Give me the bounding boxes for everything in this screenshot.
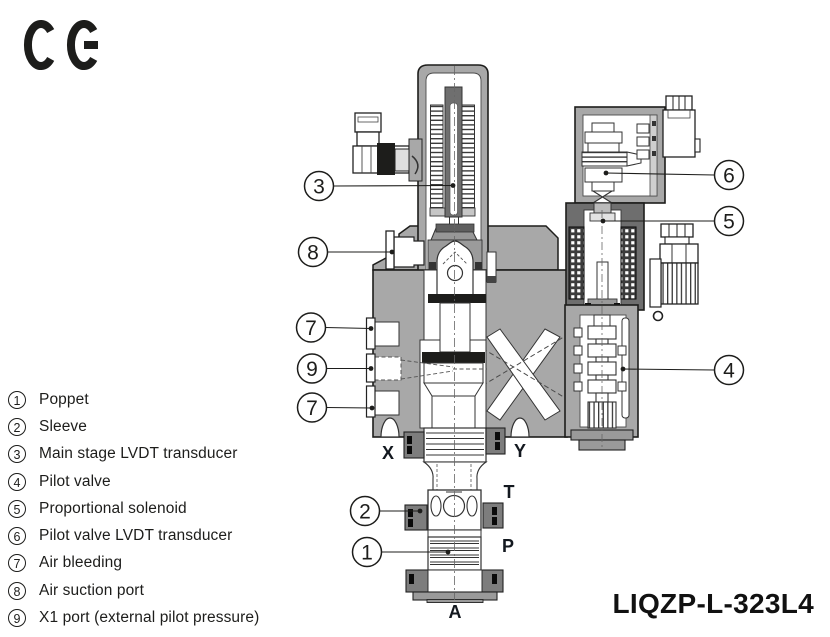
callout-8: 8	[297, 236, 329, 268]
callout-7-upper: 7	[295, 312, 327, 343]
legend-item-4: 4 Pilot valve	[8, 468, 259, 495]
oring-top-right	[485, 427, 506, 455]
legend-num-6: 6	[8, 527, 26, 546]
oring-top-left	[403, 431, 425, 459]
legend-item-9: 9 X1 port (external pilot pressure)	[8, 604, 259, 631]
solenoid-connector	[649, 223, 699, 322]
lvdt-connector	[662, 95, 701, 158]
solenoid-coil-left	[568, 226, 585, 300]
callout-6: 6	[713, 159, 745, 191]
callout-1: 1	[351, 536, 383, 568]
legend-num-8: 8	[8, 581, 26, 600]
callout-4-number: 4	[723, 360, 735, 383]
y-port-arch	[510, 417, 530, 438]
model-code-label: LIQZP-L-323L4	[612, 588, 814, 619]
cable-gland-connector	[352, 112, 423, 182]
port-label-p: P	[502, 536, 514, 556]
solenoid-coil-right	[620, 226, 637, 300]
legend-label-6: Pilot valve LVDT transducer	[39, 527, 233, 545]
callout-2: 2	[349, 495, 381, 527]
air-bleed-plate-upper	[365, 317, 400, 350]
internal-pilot-channels	[454, 328, 573, 421]
proportional-solenoid	[565, 202, 645, 311]
air-bleed-plate-lower	[365, 385, 400, 418]
legend-label-1: Poppet	[39, 390, 89, 408]
legend-num-7: 7	[8, 554, 26, 573]
legend-label-5: Proportional solenoid	[39, 499, 187, 517]
main-seal-upper	[428, 294, 486, 303]
callout-8-number: 8	[307, 242, 319, 265]
callout-9: 9	[296, 353, 328, 384]
callout-7-lower: 7	[296, 392, 328, 423]
legend-item-5: 5 Proportional solenoid	[8, 495, 259, 522]
legend-num-9: 9	[8, 609, 26, 628]
legend-num-2: 2	[8, 417, 26, 436]
legend-item-1: 1 Poppet	[8, 386, 259, 413]
oring-bottom-right	[481, 569, 504, 593]
pilot-valve	[564, 210, 639, 451]
oring-mid-right	[482, 502, 504, 529]
callout-2-number: 2	[359, 501, 371, 524]
port-label-t: T	[504, 482, 515, 502]
callout-5-number: 5	[723, 211, 735, 234]
pilot-ball	[446, 264, 464, 282]
legend-label-8: Air suction port	[39, 581, 144, 599]
legend-item-7: 7 Air bleeding	[8, 550, 259, 577]
callout-7-lower-number: 7	[306, 397, 318, 420]
oring-mid-left	[404, 504, 428, 531]
callout-7-upper-number: 7	[305, 317, 317, 340]
legend-item-3: 3 Main stage LVDT transducer	[8, 441, 259, 468]
callout-6-number: 6	[723, 165, 735, 188]
oring-bottom-left	[405, 569, 429, 593]
legend-item-8: 8 Air suction port	[8, 577, 259, 604]
callout-4: 4	[713, 354, 745, 386]
legend-num-1: 1	[8, 390, 26, 409]
pilot-lvdt-coil	[581, 151, 628, 167]
legend-num-3: 3	[8, 445, 26, 464]
port-label-x: X	[382, 443, 394, 463]
port-label-a: A	[449, 602, 462, 622]
callout-1-number: 1	[361, 542, 373, 565]
legend-label-9: X1 port (external pilot pressure)	[39, 609, 260, 627]
legend-label-3: Main stage LVDT transducer	[39, 445, 238, 463]
legend: 1 Poppet 2 Sleeve 3 Main stage LVDT tran…	[8, 386, 259, 632]
ce-letter-c	[24, 20, 55, 70]
cartridge-assembly	[403, 427, 506, 603]
callout-3: 3	[303, 170, 335, 202]
main-cavity	[419, 240, 497, 429]
lvdt-coil-left	[430, 104, 444, 209]
legend-label-4: Pilot valve	[39, 472, 111, 490]
legend-label-2: Sleeve	[39, 417, 87, 435]
callout-3-number: 3	[313, 176, 325, 199]
pilot-lvdt-transducer	[574, 106, 666, 204]
connector-hatch-block	[660, 262, 699, 305]
callout-9-number: 9	[306, 358, 318, 381]
knurled-ring	[377, 143, 395, 175]
main-seal-lower	[422, 352, 485, 363]
legend-label-7: Air bleeding	[39, 554, 123, 572]
leader-lines	[325, 172, 715, 553]
legend-item-2: 2 Sleeve	[8, 413, 259, 440]
ce-mark: CE	[24, 20, 98, 70]
leader-dots	[368, 170, 626, 555]
lvdt-coil-right	[461, 104, 475, 209]
air-suction-port	[385, 230, 425, 270]
port-label-y: Y	[514, 441, 526, 461]
x-port-arch	[380, 417, 400, 438]
ce-letter-e	[67, 20, 98, 70]
legend-num-4: 4	[8, 472, 26, 491]
legend-num-5: 5	[8, 499, 26, 518]
legend-item-6: 6 Pilot valve LVDT transducer	[8, 522, 259, 549]
callout-5: 5	[713, 205, 745, 237]
